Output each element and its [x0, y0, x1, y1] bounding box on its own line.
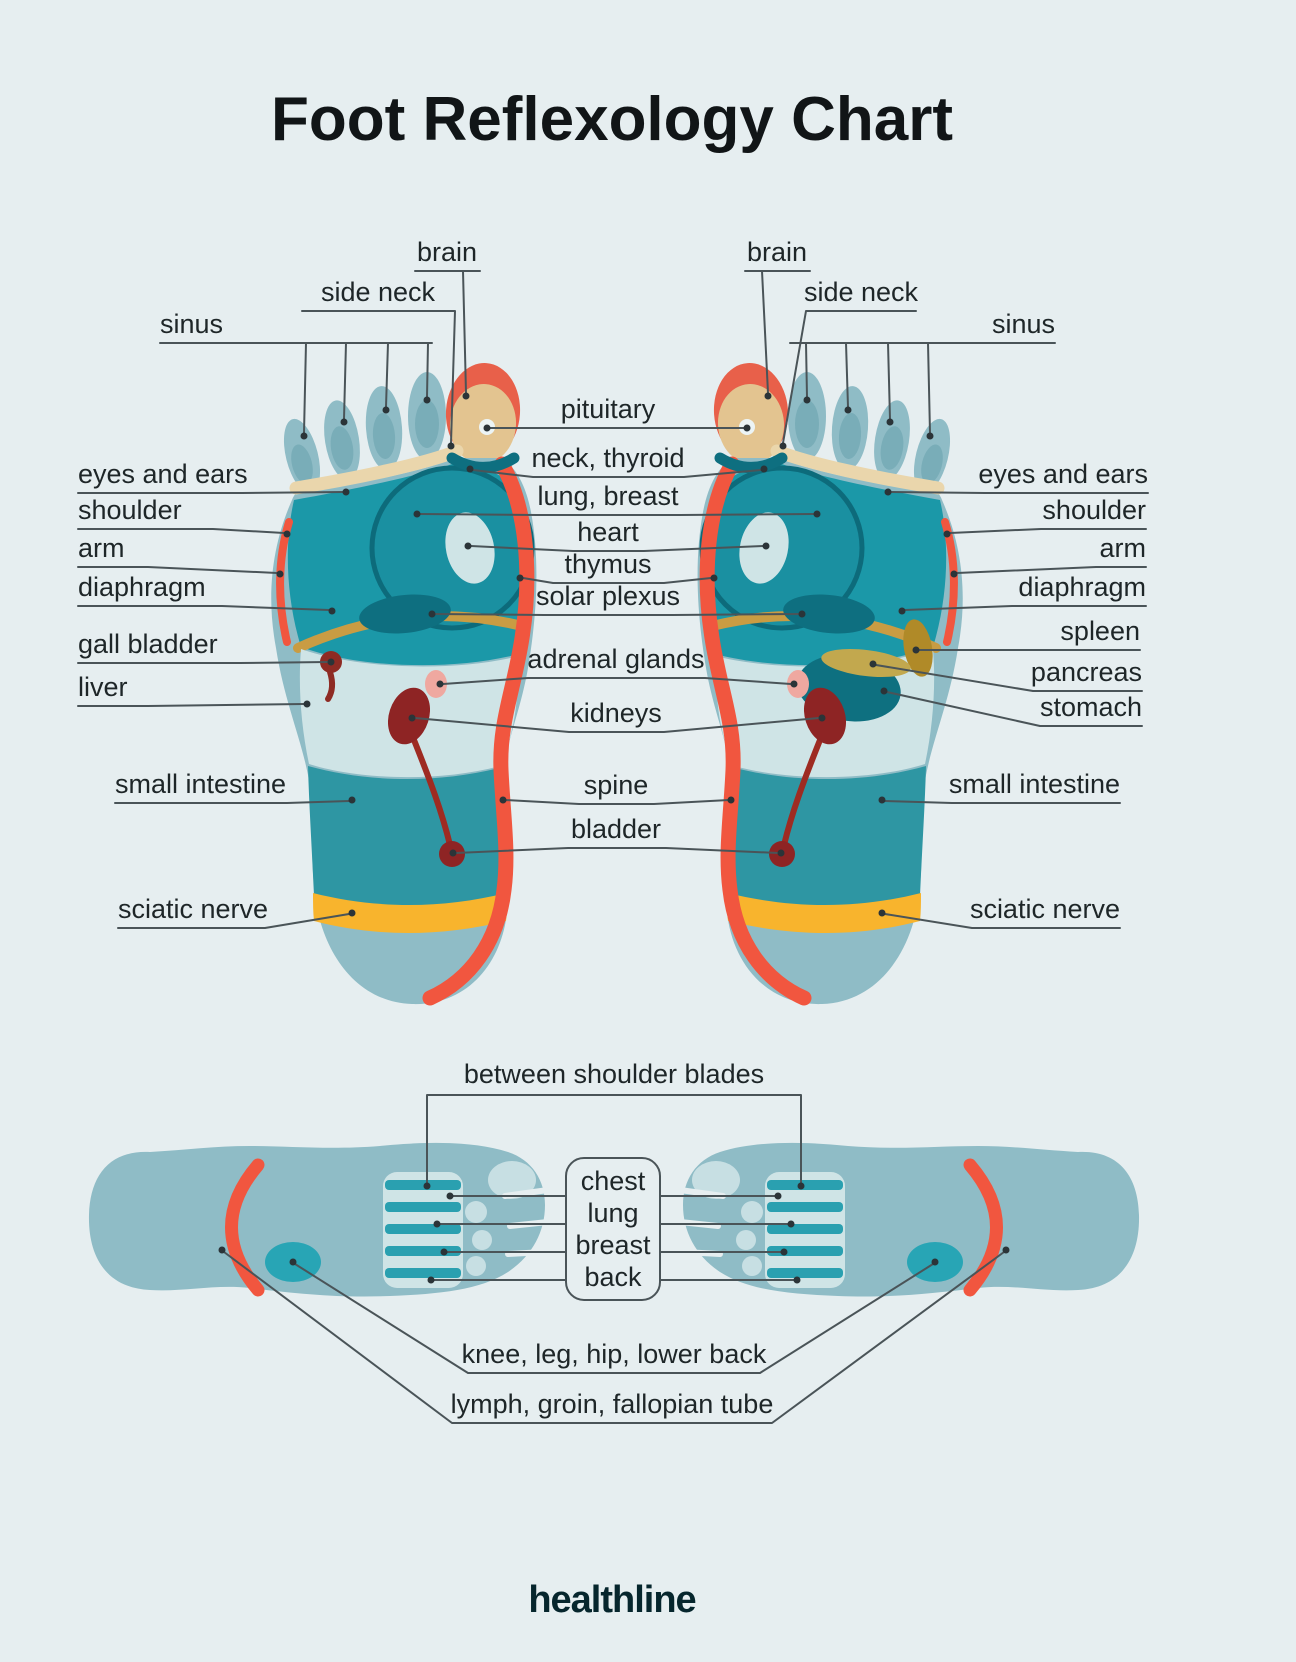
healthline-logo: healthline — [528, 1579, 695, 1621]
label-back: back — [584, 1262, 642, 1292]
label-liver: liver — [78, 672, 128, 702]
leader-lines — [77, 270, 1149, 1424]
label-breast: breast — [575, 1230, 651, 1260]
label-eyes-ears-right: eyes and ears — [978, 459, 1148, 489]
label-between-shoulder-blades: between shoulder blades — [464, 1059, 764, 1089]
label-arm-left: arm — [78, 533, 125, 563]
label-kidneys: kidneys — [570, 698, 662, 728]
label-eyes-ears-left: eyes and ears — [78, 459, 248, 489]
label-diaphragm-left: diaphragm — [78, 572, 206, 602]
label-sinus-right: sinus — [992, 309, 1055, 339]
label-lung-breast: lung, breast — [537, 481, 679, 511]
label-small-intestine-left: small intestine — [115, 769, 286, 799]
label-neck-thyroid: neck, thyroid — [531, 443, 684, 473]
pancreas-zone — [821, 648, 911, 678]
label-sciatic-nerve-right: sciatic nerve — [970, 894, 1120, 924]
chest-lung-breast-back-box — [565, 1157, 661, 1301]
label-thymus: thymus — [564, 549, 651, 579]
label-side-neck-left: side neck — [321, 277, 436, 307]
label-spleen: spleen — [1060, 616, 1140, 646]
label-side-neck-right: side neck — [804, 277, 919, 307]
page-title: Foot Reflexology Chart — [271, 85, 953, 154]
label-stomach: stomach — [1040, 692, 1142, 722]
zone-dots — [218, 392, 1010, 1284]
label-shoulder-right: shoulder — [1042, 495, 1146, 525]
bottom-left-foot-top — [89, 1143, 548, 1297]
right-foot-sole — [698, 361, 963, 1005]
label-brain-right: brain — [747, 237, 807, 267]
label-sciatic-nerve-left: sciatic nerve — [118, 894, 268, 924]
label-lymph-groin-fallopian-tube: lymph, groin, fallopian tube — [451, 1389, 774, 1419]
label-spine: spine — [584, 770, 649, 800]
label-sinus-left: sinus — [160, 309, 223, 339]
label-diaphragm-right: diaphragm — [1018, 572, 1146, 602]
label-adrenal-glands: adrenal glands — [527, 644, 704, 674]
label-shoulder-left: shoulder — [78, 495, 182, 525]
label-pituitary: pituitary — [561, 394, 656, 424]
bottom-right-foot-top — [680, 1143, 1139, 1297]
label-brain-left: brain — [417, 237, 477, 267]
label-chest: chest — [581, 1166, 646, 1196]
left-foot-sole — [271, 361, 536, 1005]
label-pancreas: pancreas — [1031, 657, 1142, 687]
gall-bladder-tail — [325, 669, 336, 702]
label-gall-bladder: gall bladder — [78, 629, 218, 659]
label-bladder: bladder — [571, 814, 661, 844]
label-lung: lung — [587, 1198, 638, 1228]
label-arm-right: arm — [1100, 533, 1147, 563]
labels: sinus side neck brain eyes and ears shou… — [78, 237, 1148, 1419]
label-small-intestine-right: small intestine — [949, 769, 1120, 799]
label-heart: heart — [577, 517, 639, 547]
label-knee-leg-hip-lower-back: knee, leg, hip, lower back — [462, 1339, 767, 1369]
label-solar-plexus: solar plexus — [536, 581, 680, 611]
